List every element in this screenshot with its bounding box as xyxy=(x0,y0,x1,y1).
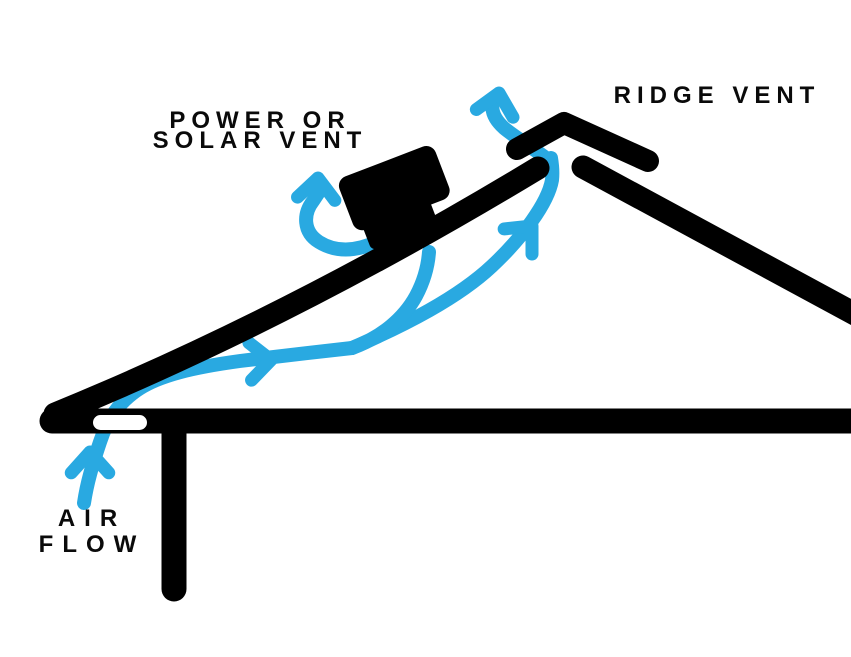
attic-to-ridge-curve xyxy=(345,151,560,355)
soffit-intake-arrowhead xyxy=(64,445,116,480)
ridge-vent-arrowhead xyxy=(469,86,520,124)
attic-to-power-vent-curve xyxy=(345,245,436,355)
air-flow-label-line2: FLOW xyxy=(38,531,146,558)
left-roof-slope xyxy=(43,156,550,426)
vent-box-body xyxy=(338,146,450,231)
attic-mid-arrowhead xyxy=(242,336,278,387)
soffit-vent-slot xyxy=(93,415,147,430)
ridge-approach-arrowhead xyxy=(497,219,539,261)
ridge-vent-label: RIDGE VENT xyxy=(613,82,821,109)
power-solar-vent-label-line2: SOLAR VENT xyxy=(152,127,368,154)
power-solar-vent-label-line1: POWER OR xyxy=(169,107,351,134)
power-solar-vent-label: POWER OR SOLAR VENT xyxy=(119,107,401,154)
power-vent-arrowhead xyxy=(291,171,342,207)
air-flow-label-line1: AIR xyxy=(57,505,127,532)
ridge-exit-hook xyxy=(485,92,558,169)
ridge-cap xyxy=(506,112,659,172)
right-roof-slope xyxy=(571,155,851,325)
air-flow-label: AIR FLOW xyxy=(4,506,180,558)
power-solar-vent-box xyxy=(338,146,450,250)
power-vent-exit-hook xyxy=(299,185,383,257)
